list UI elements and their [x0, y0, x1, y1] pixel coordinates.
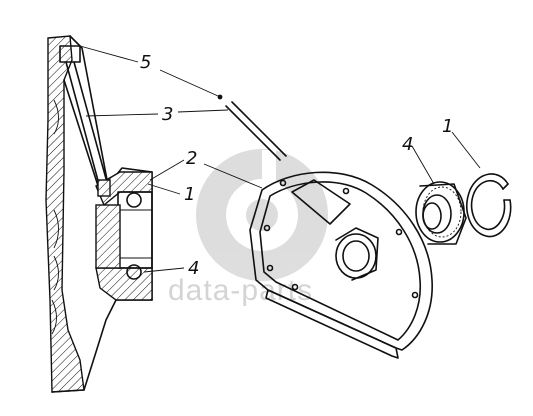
callout-1-housing: 1	[184, 184, 195, 205]
watermark-text: data-parts	[168, 274, 313, 307]
snap-ring-part-1	[466, 173, 512, 238]
callout-5: 5	[140, 52, 151, 73]
callout-1-exploded: 1	[442, 116, 453, 137]
cover-plate-part-2	[249, 171, 433, 359]
bearing-part-4	[415, 181, 467, 245]
callout-3: 3	[162, 104, 173, 125]
housing-tube	[59, 45, 111, 197]
callout-4-housing: 4	[188, 258, 199, 279]
rod-part-3	[217, 94, 287, 161]
callout-4-exploded: 4	[402, 134, 413, 155]
bearing-seat	[95, 171, 153, 301]
watermark-logo	[196, 149, 328, 281]
callout-2: 2	[186, 148, 197, 169]
leader-lines	[79, 45, 481, 273]
